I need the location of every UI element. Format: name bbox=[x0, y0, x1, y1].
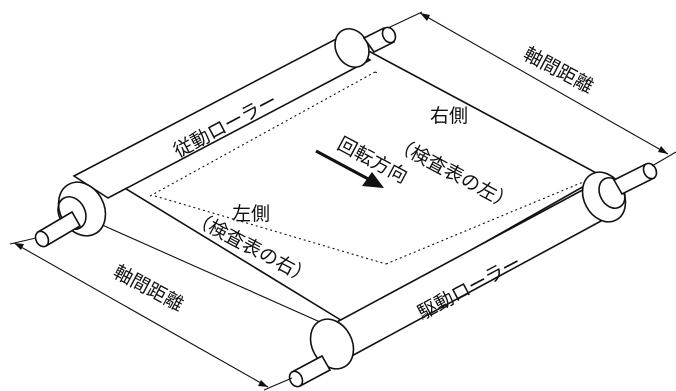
left-side-label: 左側 bbox=[232, 203, 270, 225]
driven-roller-shaft-top bbox=[362, 26, 397, 54]
drive-roller-shaft-right bbox=[612, 162, 658, 196]
axis-distance-dimension-top bbox=[387, 11, 676, 167]
drive-roller bbox=[288, 162, 658, 388]
drive-roller-shaft-near bbox=[288, 354, 332, 388]
right-side-label: 右側 bbox=[430, 105, 468, 127]
driven-roller bbox=[34, 26, 397, 248]
axis-distance-dimension-bottom bbox=[9, 237, 293, 391]
axis-distance-bottom-label: 軸間距離 bbox=[110, 261, 187, 316]
driven-roller-shaft-near bbox=[34, 210, 82, 248]
rotation-direction-arrow bbox=[315, 149, 384, 188]
axis-distance-top-label: 軸間距離 bbox=[520, 43, 597, 98]
